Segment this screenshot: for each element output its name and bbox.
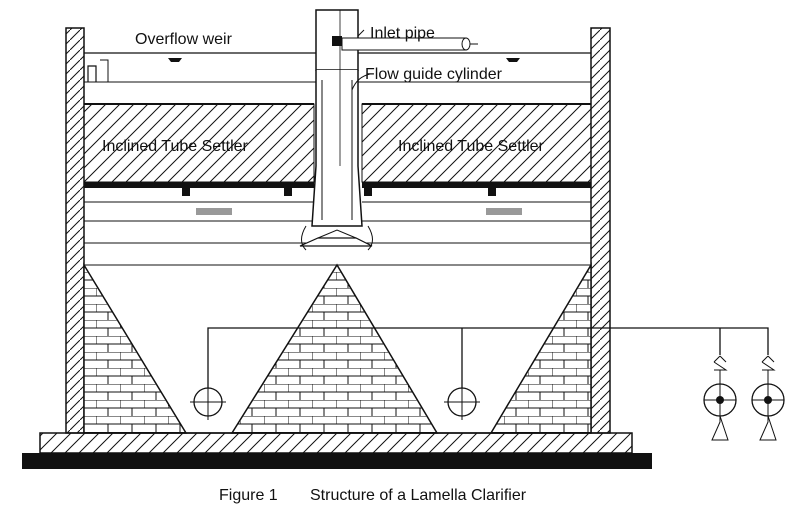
foundation xyxy=(22,432,652,469)
cleanout-icon xyxy=(190,384,226,420)
figure-title: Structure of a Lamella Clarifier xyxy=(310,487,527,504)
left-wall xyxy=(65,27,85,434)
pump-icon xyxy=(751,383,785,417)
inlet-pipe-label: Inlet pipe xyxy=(370,25,435,42)
cleanout-icon xyxy=(444,384,480,420)
settler-label-left: Inclined Tube Settler xyxy=(102,138,249,155)
settler-label-right: Inclined Tube Settler xyxy=(398,138,545,155)
valve-icon xyxy=(761,355,776,371)
valve-icon xyxy=(713,355,728,371)
pump-assembly-left xyxy=(703,355,737,441)
label-leaders xyxy=(351,29,371,91)
pump-icon xyxy=(703,383,737,417)
flow-guide-label: Flow guide cylinder xyxy=(365,66,503,83)
right-wall xyxy=(590,27,611,434)
settler-zone-right xyxy=(361,103,592,183)
sludge-hoppers xyxy=(83,262,592,434)
flow-guide-cylinder xyxy=(299,9,373,251)
inlet-pipe xyxy=(332,36,478,51)
pump-assembly-right xyxy=(751,355,785,441)
overflow-weir-label: Overflow weir xyxy=(135,31,233,48)
settler-zone-left xyxy=(83,103,315,183)
sludge-pipes xyxy=(190,327,769,420)
figure-number: Figure 1 xyxy=(219,487,278,504)
